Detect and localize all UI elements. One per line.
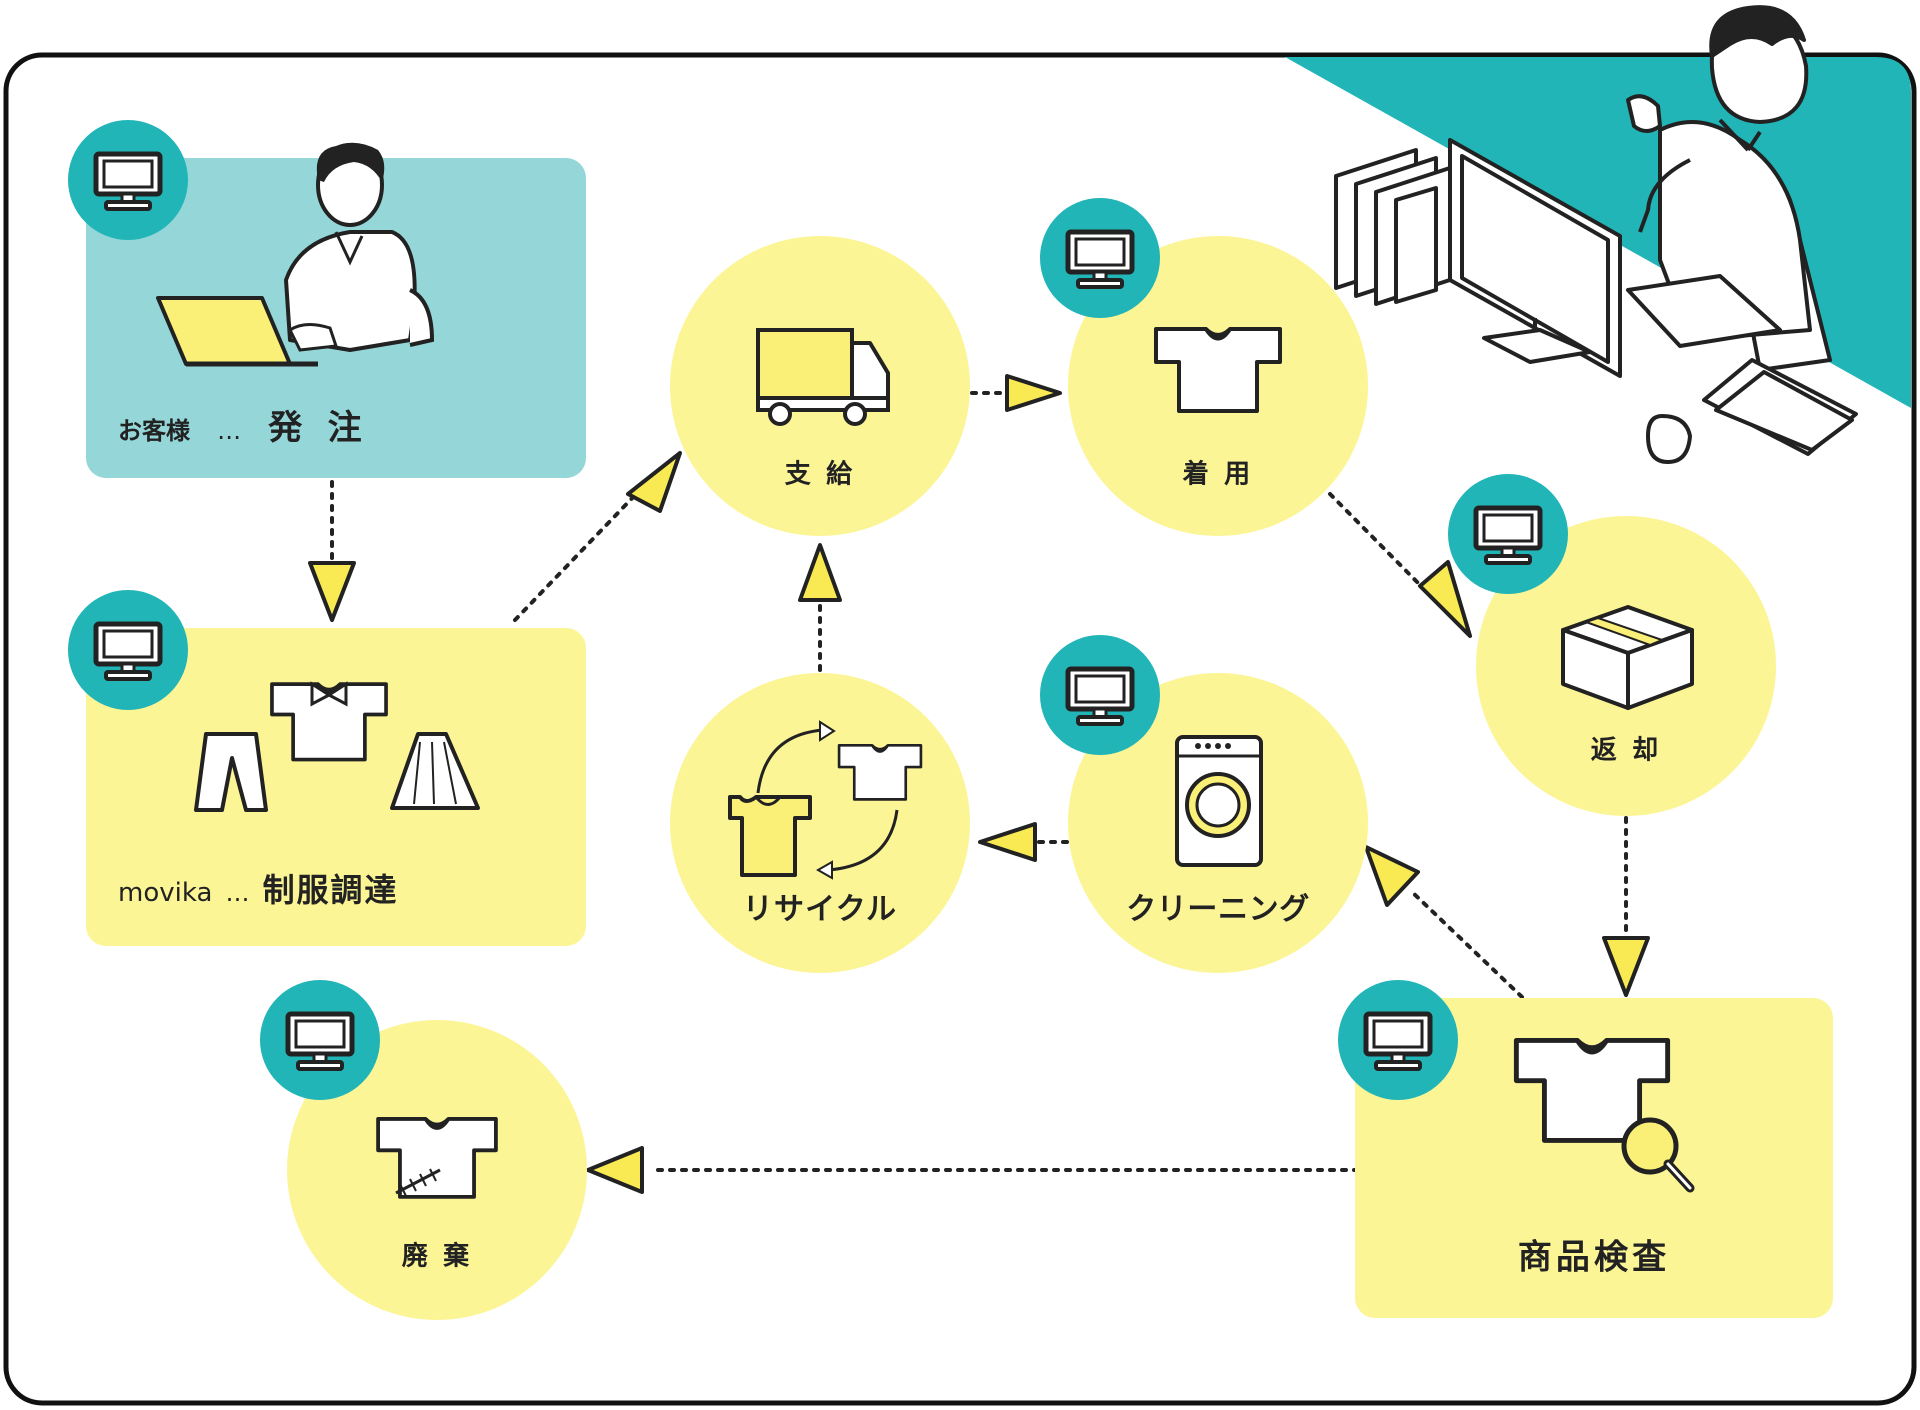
connector-wear-return	[1328, 492, 1427, 592]
arrowhead-to-supply	[626, 451, 682, 513]
torn-shirt-icon	[376, 1117, 498, 1199]
arrowhead-to-recycle	[978, 822, 1037, 862]
arrowhead-to-return	[1418, 560, 1472, 638]
truck-icon	[756, 328, 890, 426]
procurement-ellipsis: …	[225, 879, 250, 907]
arrowhead-to-supply-from-recycle	[798, 543, 842, 602]
procurement-brand-text: movika	[118, 878, 213, 908]
inspection-box	[1355, 998, 1833, 1318]
arrowhead-to-inspection	[1602, 936, 1650, 997]
return-label: 返 却	[1590, 735, 1662, 766]
monitor-icon	[260, 980, 380, 1100]
monitor-icon	[68, 120, 188, 240]
connectors	[330, 391, 1628, 1172]
arrowhead-to-cleaning	[1364, 845, 1420, 907]
order-customer-text: お客様	[118, 417, 190, 445]
monitor-icon	[1040, 635, 1160, 755]
monitor-icon	[1448, 474, 1568, 594]
desktop-person-illustration	[1334, 5, 1858, 464]
wear-label: 着 用	[1182, 459, 1254, 490]
procurement-node	[68, 590, 586, 946]
supply-label: 支 給	[784, 459, 856, 490]
washing-machine-icon	[1175, 735, 1263, 867]
magnifier-icon	[1516, 1040, 1695, 1193]
recycle-label: リサイクル	[742, 892, 898, 927]
inspection-label: 商品検査	[1517, 1237, 1671, 1278]
monitor-icon	[1040, 198, 1160, 318]
arrowhead-down-to-procurement	[308, 561, 356, 622]
recycle-circle	[670, 673, 970, 973]
arrowheads	[308, 374, 1650, 1194]
arrowhead-to-disposal	[586, 1146, 644, 1194]
order-ellipsis: …	[217, 417, 242, 445]
cleaning-label: クリーニング	[1126, 892, 1310, 927]
clothes-set-icon	[194, 681, 480, 812]
connector-inspection-cleaning	[1408, 888, 1524, 999]
procurement-action-text: 制服調達	[262, 871, 399, 909]
order-label-row: お客様 … 発 注	[118, 400, 368, 449]
cardboard-box-icon	[1561, 605, 1694, 710]
procurement-box	[86, 628, 586, 946]
procurement-label-row: movika … 制服調達	[118, 865, 398, 911]
recycle-arrows-icon	[728, 720, 923, 880]
arrowhead-to-wear	[1005, 374, 1062, 412]
order-node	[68, 120, 586, 478]
laptop-person-illustration	[156, 142, 435, 367]
monitor-icon	[68, 590, 188, 710]
disposal-label: 廃 棄	[401, 1241, 473, 1272]
order-action-text: 発 注	[268, 408, 369, 448]
monitor-icon	[1338, 980, 1458, 1100]
